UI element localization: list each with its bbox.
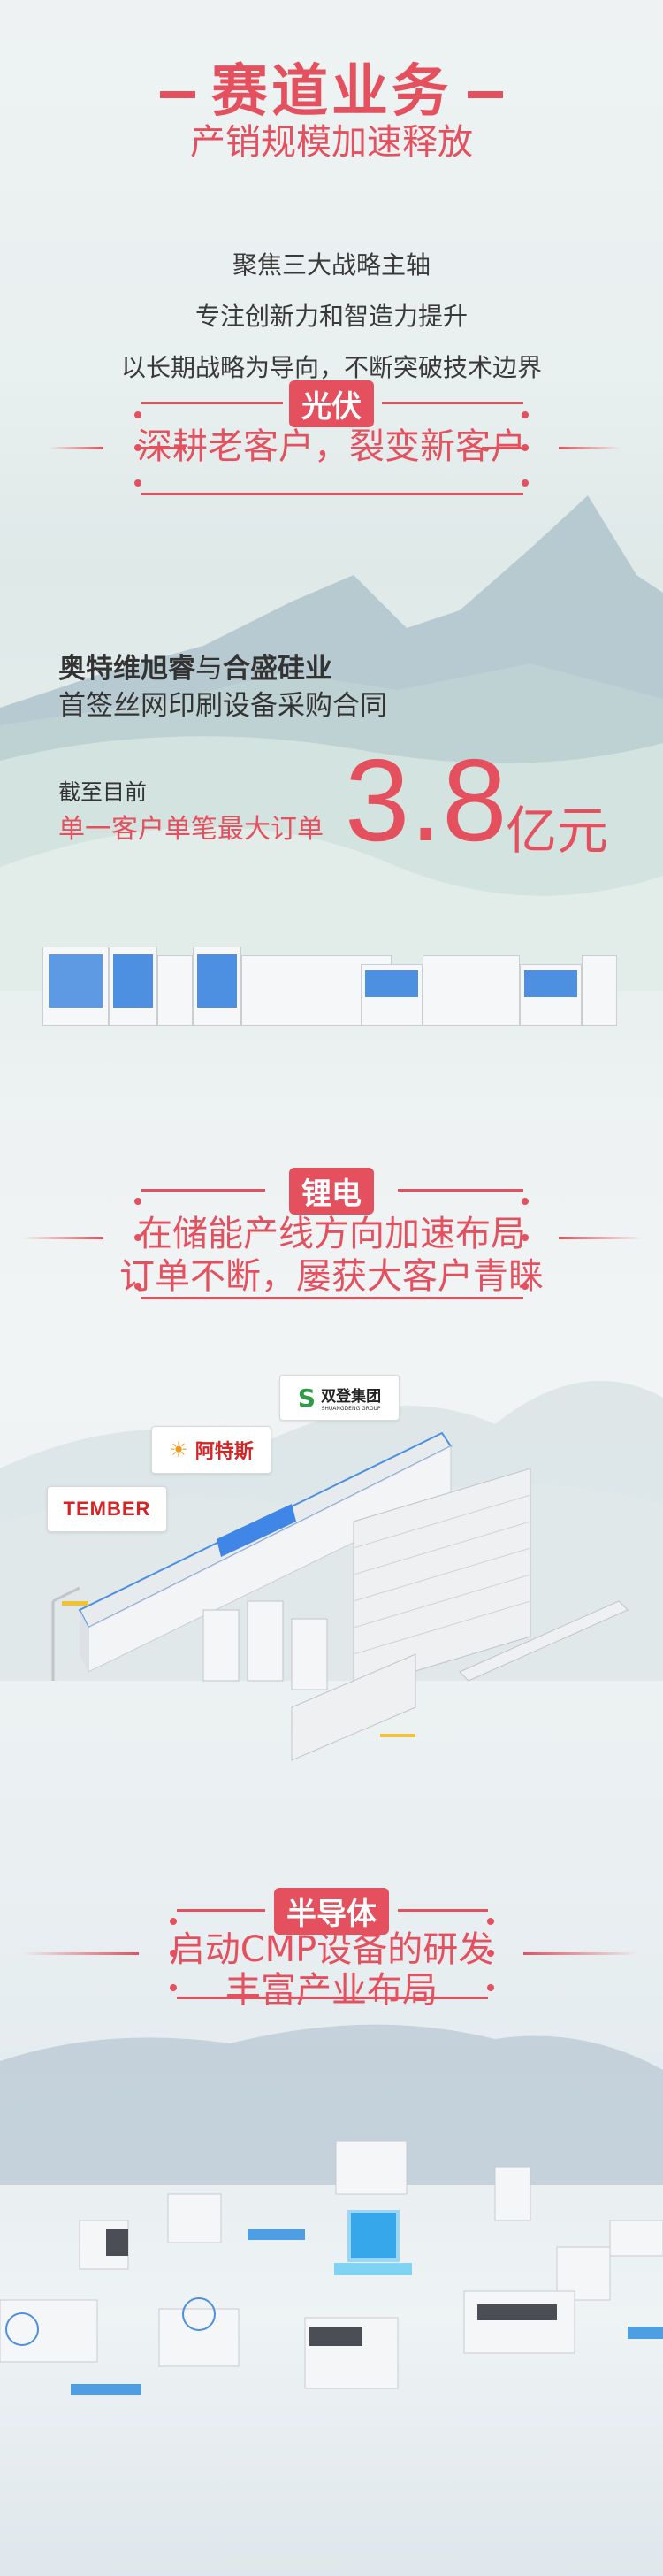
section-tagline: 订单不断，屡获大客户青睐 bbox=[119, 1256, 544, 1297]
intro-line: 专注创新力和智造力提升 bbox=[194, 302, 468, 331]
sun-rays-icon: ☀ bbox=[169, 1438, 188, 1462]
misty-mountains-background bbox=[0, 2024, 663, 2185]
tember-name: TEMBER bbox=[63, 1498, 151, 1520]
shuangdeng-name-en: SHUANGDENG GROUP bbox=[321, 1406, 381, 1412]
section-badge: 锂电 bbox=[289, 1168, 374, 1215]
connector: 与 bbox=[195, 653, 223, 685]
chip-icon bbox=[347, 2210, 400, 2262]
page-title: 赛道业务 bbox=[0, 46, 663, 127]
section-badge: 光伏 bbox=[289, 380, 374, 427]
contract-description: 首签丝网印刷设备采购合同 bbox=[58, 690, 387, 722]
section-tagline: 启动CMP设备的研发 bbox=[169, 1929, 494, 1970]
contract-parties: 奥特维旭睿与合盛硅业 bbox=[58, 646, 332, 686]
semiconductor-equipment-illustration bbox=[0, 2140, 663, 2395]
order-amount: 3.8 bbox=[345, 735, 507, 865]
intro-line: 聚焦三大战略主轴 bbox=[232, 250, 431, 280]
company-a: 奥特维旭睿 bbox=[58, 653, 195, 685]
atesi-name: 阿特斯 bbox=[194, 1441, 254, 1463]
mountain-sea-background bbox=[0, 495, 663, 991]
section-tagline: 深耕老客户，裂变新客户 bbox=[137, 426, 526, 467]
page-title-text: 赛道业务 bbox=[211, 59, 452, 125]
section-badge: 半导体 bbox=[274, 1888, 389, 1935]
tember-logo: TEMBER bbox=[47, 1486, 167, 1532]
intro-line: 以长期战略为导向，不断突破技术边界 bbox=[120, 353, 542, 382]
atesi-logo: ☀ 阿特斯 bbox=[151, 1426, 271, 1474]
shuangdeng-name: 双登集团 bbox=[321, 1388, 382, 1406]
title-dash-right bbox=[468, 91, 503, 99]
section-tagline: 丰富产业布局 bbox=[225, 1970, 438, 2011]
page-subtitle: 产销规模加速释放 bbox=[190, 122, 473, 163]
record-label: 单一客户单笔最大订单 bbox=[58, 814, 324, 845]
lithium-factory-illustration bbox=[51, 1431, 629, 1761]
shuangdeng-mark-icon: S bbox=[297, 1383, 316, 1413]
as-of-label: 截至目前 bbox=[58, 779, 148, 805]
title-dash-left bbox=[160, 91, 195, 99]
order-unit: 亿元 bbox=[506, 801, 609, 861]
pv-production-line-illustration bbox=[42, 938, 617, 1026]
section-tagline: 在储能产线方向加速布局 bbox=[137, 1214, 526, 1254]
company-b: 合盛硅业 bbox=[223, 653, 332, 685]
